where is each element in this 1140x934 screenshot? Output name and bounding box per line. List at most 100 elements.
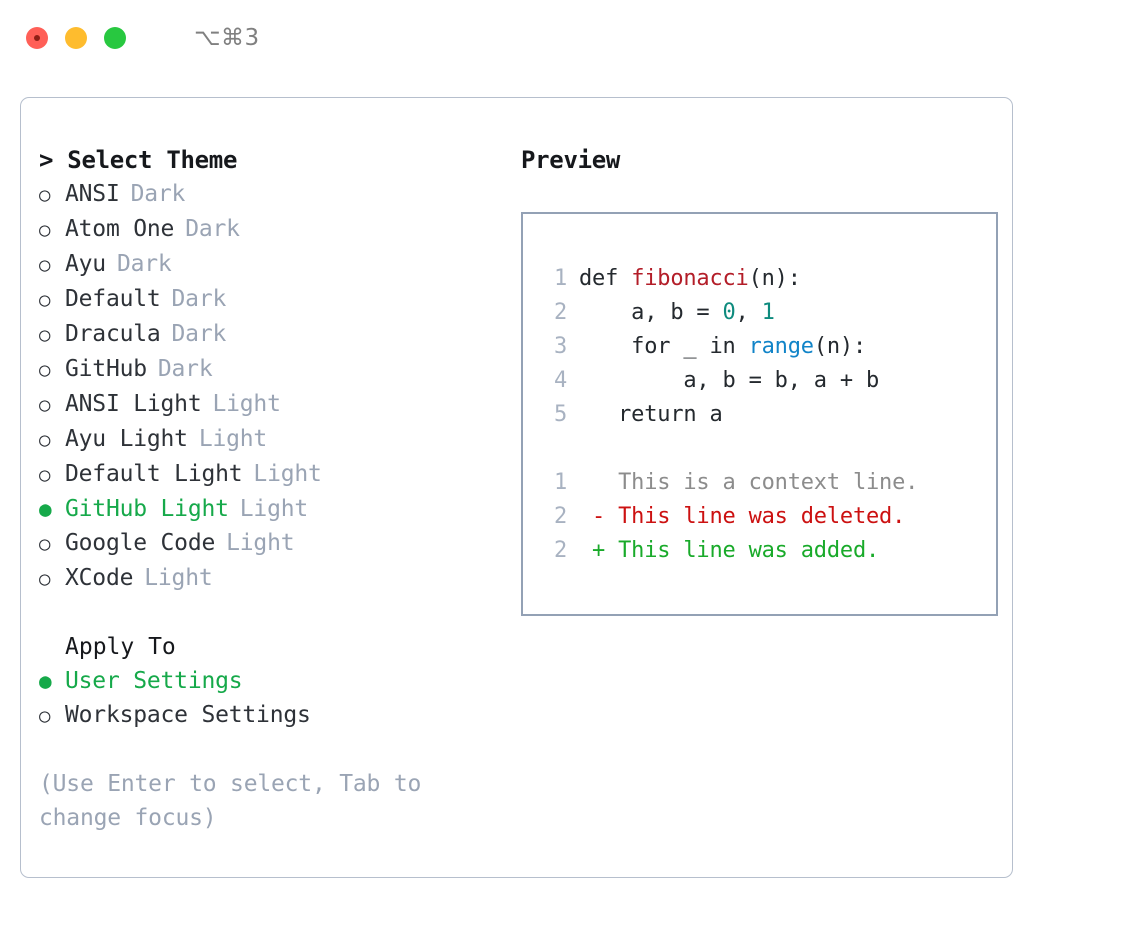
- theme-list-item[interactable]: ○ Google Code Light: [39, 526, 499, 561]
- code-text: def fibonacci(n):: [579, 262, 801, 296]
- diff-text: + This line was added.: [579, 538, 880, 563]
- radio-unselected-icon: ○: [39, 464, 51, 486]
- preview-heading: Preview: [521, 146, 621, 174]
- line-number: 2: [553, 538, 567, 563]
- theme-list-item[interactable]: ○ Ayu Dark: [39, 247, 499, 282]
- radio-unselected-icon: ○: [39, 254, 51, 276]
- theme-kind-label: Light: [239, 496, 309, 522]
- radio-unselected-icon: ○: [39, 568, 51, 590]
- line-number: 3: [553, 334, 567, 359]
- keyboard-hint-text: (Use Enter to select, Tab to change focu…: [39, 771, 435, 831]
- code-text: a, b = b, a + b: [579, 364, 879, 398]
- radio-unselected-icon: ○: [39, 324, 51, 346]
- theme-kind-label: Dark: [185, 216, 240, 242]
- select-theme-heading: > Select Theme: [39, 146, 238, 174]
- code-token: a, b = b, a + b: [579, 368, 880, 393]
- code-token: for _ in: [579, 334, 749, 359]
- radio-unselected-icon: ○: [39, 705, 51, 727]
- theme-kind-label: Light: [226, 530, 295, 556]
- theme-name: Default Light: [65, 461, 243, 487]
- zoom-button[interactable]: [104, 27, 126, 49]
- line-number: 5: [553, 402, 567, 427]
- code-line: 5 return a: [541, 398, 996, 432]
- code-line: 3 for _ in range(n):: [541, 330, 996, 364]
- apply-to-label: Workspace Settings: [65, 702, 311, 728]
- theme-kind-label: Light: [198, 426, 268, 452]
- code-token: return a: [579, 402, 723, 427]
- radio-unselected-icon: ○: [39, 219, 51, 241]
- code-token: a, b =: [579, 300, 723, 325]
- line-number: 4: [553, 368, 567, 393]
- apply-to-list[interactable]: ●User Settings ○ Workspace Settings: [39, 664, 499, 733]
- theme-list-item[interactable]: ○ ANSI Light Light: [39, 387, 499, 422]
- line-number: 2: [553, 504, 567, 529]
- code-token: fibonacci: [631, 266, 749, 291]
- theme-list-item[interactable]: ○ Default Light Light: [39, 457, 499, 492]
- close-button[interactable]: [26, 27, 48, 49]
- radio-unselected-icon: ○: [39, 289, 51, 311]
- theme-list-item[interactable]: ○ Atom One Dark: [39, 212, 499, 247]
- theme-kind-label: Dark: [116, 251, 172, 277]
- radio-unselected-icon: ○: [39, 394, 51, 416]
- theme-list-item[interactable]: ○ Dracula Dark: [39, 317, 499, 352]
- theme-name: Ayu: [65, 251, 106, 277]
- radio-unselected-icon: ○: [39, 429, 51, 451]
- diff-sample: 1 This is a context line.2 - This line w…: [541, 466, 996, 568]
- code-token: ,: [735, 300, 762, 325]
- theme-list-item[interactable]: ○ Default Dark: [39, 282, 499, 317]
- line-number: 2: [553, 300, 567, 325]
- code-token: range: [748, 334, 814, 359]
- theme-name: GitHub: [65, 356, 147, 382]
- code-line: 1 def fibonacci(n):: [541, 262, 996, 296]
- theme-list-item[interactable]: ○ XCode Light: [39, 561, 499, 596]
- radio-selected-icon: ●: [39, 669, 52, 693]
- theme-list-item[interactable]: ○ Ayu Light Light: [39, 422, 499, 457]
- theme-name: Ayu Light: [65, 426, 188, 452]
- theme-kind-label: Light: [253, 461, 322, 487]
- title-bar: ⌥⌘3: [0, 0, 1140, 76]
- radio-unselected-icon: ○: [39, 184, 51, 206]
- window-controls: [26, 27, 126, 49]
- theme-kind-label: Light: [212, 391, 281, 417]
- apply-to-option[interactable]: ●User Settings: [39, 664, 499, 698]
- theme-name: Default: [65, 286, 161, 312]
- code-line: 2 a, b = 0, 1: [541, 296, 996, 330]
- theme-kind-label: Dark: [171, 286, 227, 312]
- theme-kind-label: Light: [144, 565, 213, 591]
- code-text: return a: [579, 398, 723, 432]
- theme-name: ANSI: [65, 181, 120, 207]
- theme-name: Google Code: [65, 530, 216, 556]
- code-text: a, b = 0, 1: [579, 296, 775, 330]
- theme-name: Atom One: [65, 216, 175, 242]
- theme-kind-label: Dark: [171, 321, 227, 347]
- theme-list-item[interactable]: ○ ANSI Dark: [39, 177, 499, 212]
- minimize-button[interactable]: [65, 27, 87, 49]
- diff-text: - This line was deleted.: [579, 504, 906, 529]
- code-token: def: [579, 266, 632, 291]
- code-text: for _ in range(n):: [579, 330, 866, 364]
- diff-line: 2 - This line was deleted.: [541, 500, 996, 534]
- line-number: 1: [553, 470, 567, 495]
- apply-to-option[interactable]: ○ Workspace Settings: [39, 698, 499, 733]
- theme-list-item[interactable]: ● GitHub Light Light: [39, 492, 499, 526]
- line-number: 1: [553, 266, 567, 291]
- keyboard-shortcut-label: ⌥⌘3: [194, 25, 260, 51]
- theme-kind-label: Dark: [130, 181, 186, 207]
- diff-line: 2 + This line was added.: [541, 534, 996, 568]
- theme-name: ANSI Light: [65, 391, 202, 417]
- code-line: 4 a, b = b, a + b: [541, 364, 996, 398]
- theme-name: Dracula: [65, 321, 161, 347]
- theme-name: XCode: [65, 565, 134, 591]
- theme-name: GitHub Light: [65, 496, 229, 522]
- code-token: (n):: [813, 334, 867, 359]
- radio-unselected-icon: ○: [39, 533, 51, 555]
- radio-selected-icon: ●: [39, 497, 52, 521]
